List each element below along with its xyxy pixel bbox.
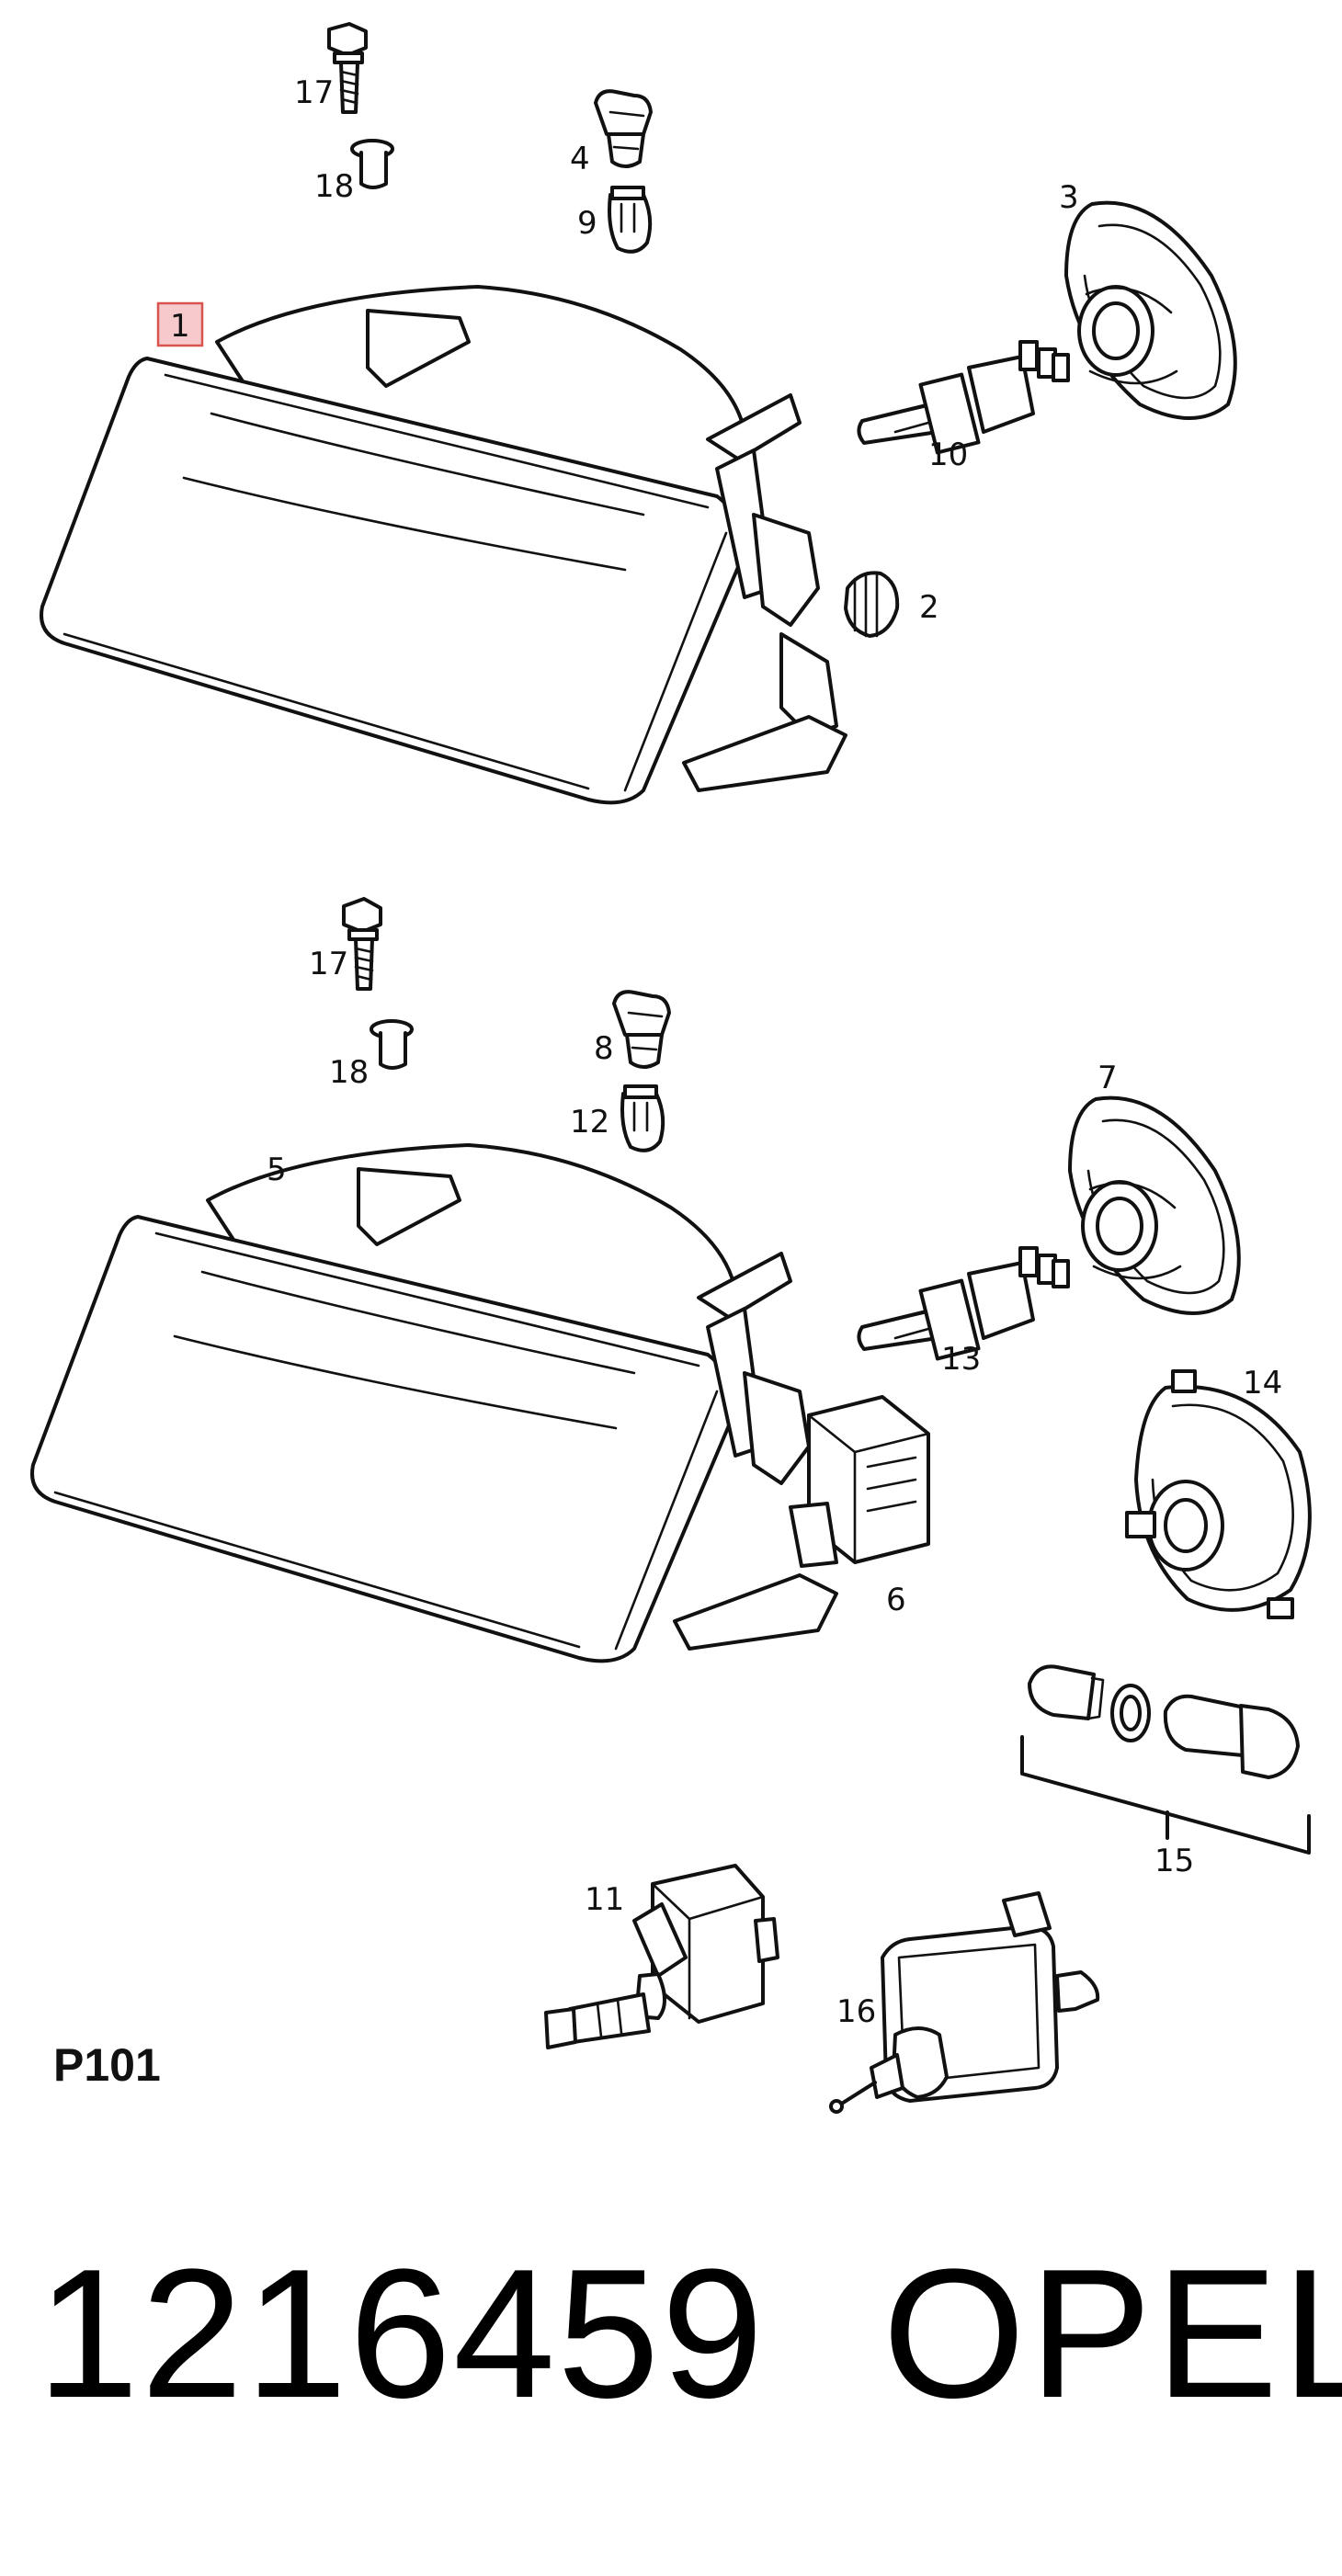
upper-assembly — [40, 22, 1237, 805]
callout-4: 4 — [570, 141, 590, 177]
callout-13: 13 — [941, 1341, 981, 1378]
headlamp-5 — [30, 1143, 838, 1663]
callout-11: 11 — [585, 1881, 624, 1918]
callout-2: 2 — [919, 589, 939, 626]
callout-3: 3 — [1059, 179, 1079, 216]
callout-15: 15 — [1154, 1843, 1194, 1879]
callout-14: 14 — [1243, 1365, 1282, 1401]
dust-cap-14 — [1125, 1369, 1312, 1619]
callout-17-upper: 17 — [294, 74, 334, 111]
bulb-9 — [608, 186, 653, 254]
callout-1: 1 — [170, 308, 190, 345]
level-motor-6 — [789, 1395, 930, 1568]
clip-nut-18-upper — [350, 139, 394, 189]
screw-17-lower — [342, 897, 382, 991]
headlamp-1 — [40, 285, 847, 805]
callout-18-upper: 18 — [314, 168, 354, 205]
socket-2 — [844, 571, 900, 638]
page-code: P101 — [53, 2039, 161, 2091]
bulb-socket-8 — [612, 990, 671, 1069]
dust-cap-3 — [1064, 200, 1237, 420]
level-motor-11 — [544, 1864, 779, 2049]
callout-10: 10 — [928, 437, 968, 473]
bulb-10-h4 — [857, 340, 1070, 455]
brand-name: OPEL — [882, 2231, 1342, 2436]
callout-8: 8 — [594, 1030, 614, 1067]
screw-17-upper — [327, 22, 368, 114]
callout-5: 5 — [267, 1152, 287, 1188]
clip-nut-18-lower — [370, 1019, 414, 1070]
level-motor-16 — [829, 1891, 1100, 2114]
bulb-socket-4 — [594, 89, 653, 168]
part-number: 1216459 — [37, 2231, 766, 2436]
callout-17-lower: 17 — [309, 946, 348, 982]
callout-12: 12 — [570, 1104, 609, 1140]
callout-16: 16 — [836, 1993, 876, 2030]
callout-labels: 1 17 18 4 9 3 10 2 17 18 8 12 5 7 13 14 … — [156, 74, 1282, 2030]
bulb-12 — [620, 1084, 665, 1152]
lower-assembly — [30, 897, 1312, 2114]
bulb-13-h4 — [857, 1246, 1070, 1361]
callout-highlight-box — [156, 301, 204, 347]
callout-6: 6 — [886, 1582, 906, 1618]
bulb-kit-15 — [1020, 1664, 1311, 1855]
callout-18-lower: 18 — [329, 1054, 369, 1091]
callout-7: 7 — [1097, 1060, 1118, 1096]
callout-9: 9 — [577, 205, 597, 242]
dust-cap-7 — [1068, 1095, 1241, 1315]
